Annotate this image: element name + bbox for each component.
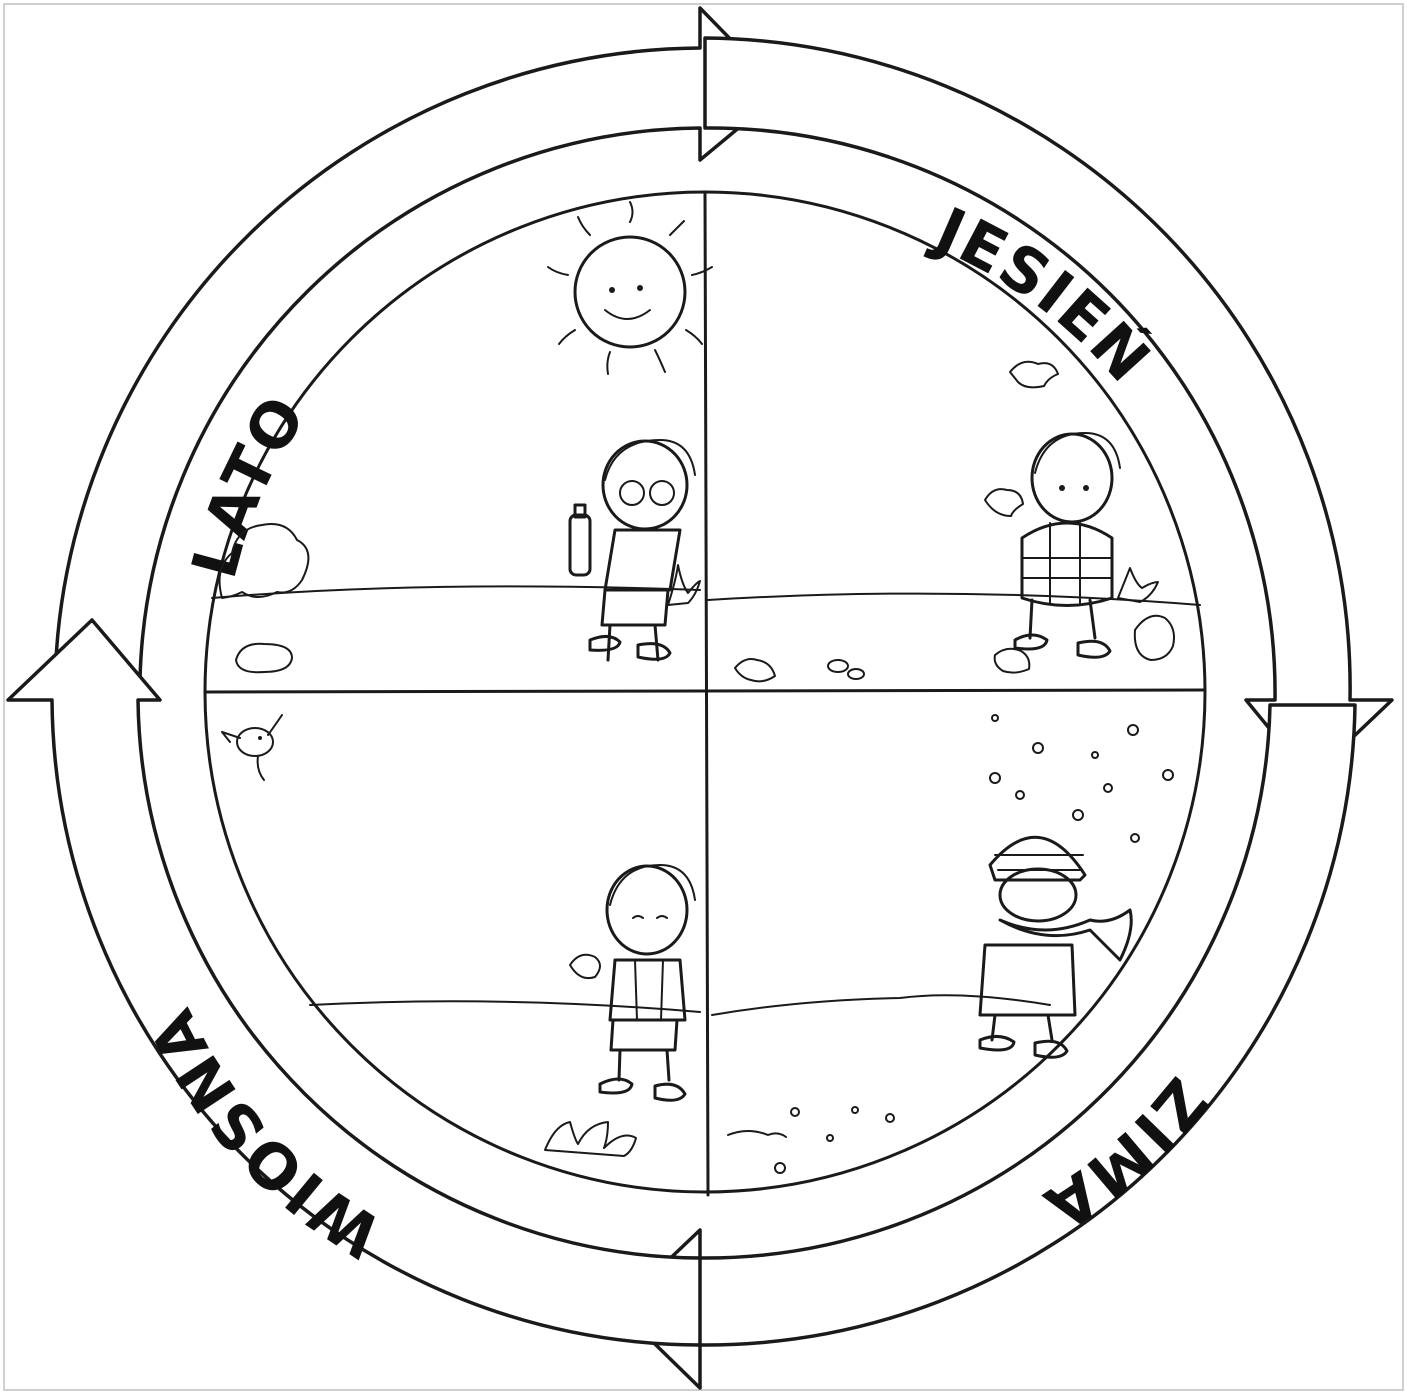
child-icon	[570, 865, 695, 1100]
horizon-winter	[712, 995, 1050, 1015]
bird-icon	[222, 715, 282, 780]
flower-icon	[570, 955, 600, 978]
quadrant-autumn	[708, 362, 1200, 682]
inner-disc	[205, 192, 1205, 1195]
horizontal-divider	[205, 690, 1205, 692]
vertical-divider	[705, 192, 708, 1195]
label-spring: WIOSNA	[135, 997, 394, 1272]
cycle-arrows	[8, 8, 1392, 1388]
stone-icon	[236, 644, 292, 672]
child-icon	[1015, 433, 1120, 657]
leaf-icon	[1135, 616, 1174, 660]
plant-icon	[1118, 568, 1158, 602]
hat-icon	[990, 837, 1085, 880]
bush-icon	[545, 1122, 636, 1156]
child-icon	[980, 837, 1131, 1057]
arrow-band-autumn	[705, 38, 1392, 778]
leaf-icon	[995, 649, 1030, 673]
leaf-icon	[735, 659, 775, 681]
horizon-spring	[310, 1001, 700, 1012]
arrow-band-winter	[618, 705, 1355, 1388]
child-icon	[570, 440, 695, 660]
bottle-icon	[570, 515, 590, 575]
leaf-icon	[1010, 362, 1058, 388]
sun-icon	[548, 202, 712, 374]
snow-mound	[728, 1131, 786, 1137]
leaf-icon	[985, 489, 1023, 516]
image-border	[4, 4, 1403, 1390]
